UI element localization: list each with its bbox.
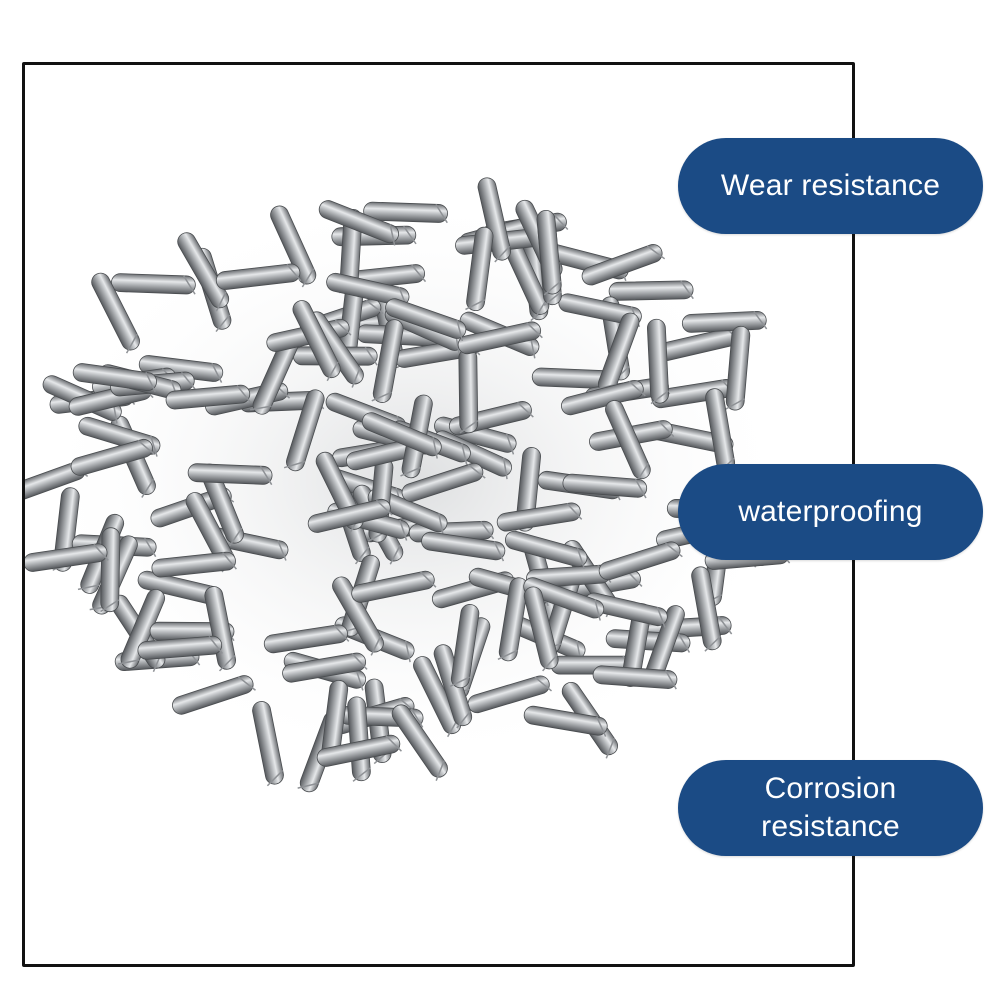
steel-pin bbox=[99, 526, 121, 613]
waterproofing-badge: waterproofing bbox=[678, 464, 983, 560]
steel-pin bbox=[187, 462, 274, 486]
steel-pin bbox=[646, 318, 670, 405]
product-photo bbox=[25, 175, 795, 796]
wear-resistance-badge: Wear resistance bbox=[678, 138, 983, 234]
steel-pin bbox=[457, 347, 479, 434]
wear-resistance-label: Wear resistance bbox=[720, 169, 941, 202]
corrosion-resistance-badge: Corrosion resistance bbox=[678, 760, 983, 856]
corrosion-label-line1: Corrosion bbox=[764, 772, 897, 805]
waterproofing-label: waterproofing bbox=[738, 495, 923, 528]
steel-pin bbox=[681, 310, 768, 334]
steel-pin bbox=[110, 272, 197, 296]
steel-pin bbox=[608, 279, 695, 302]
corrosion-label-line2: resistance bbox=[761, 810, 900, 843]
